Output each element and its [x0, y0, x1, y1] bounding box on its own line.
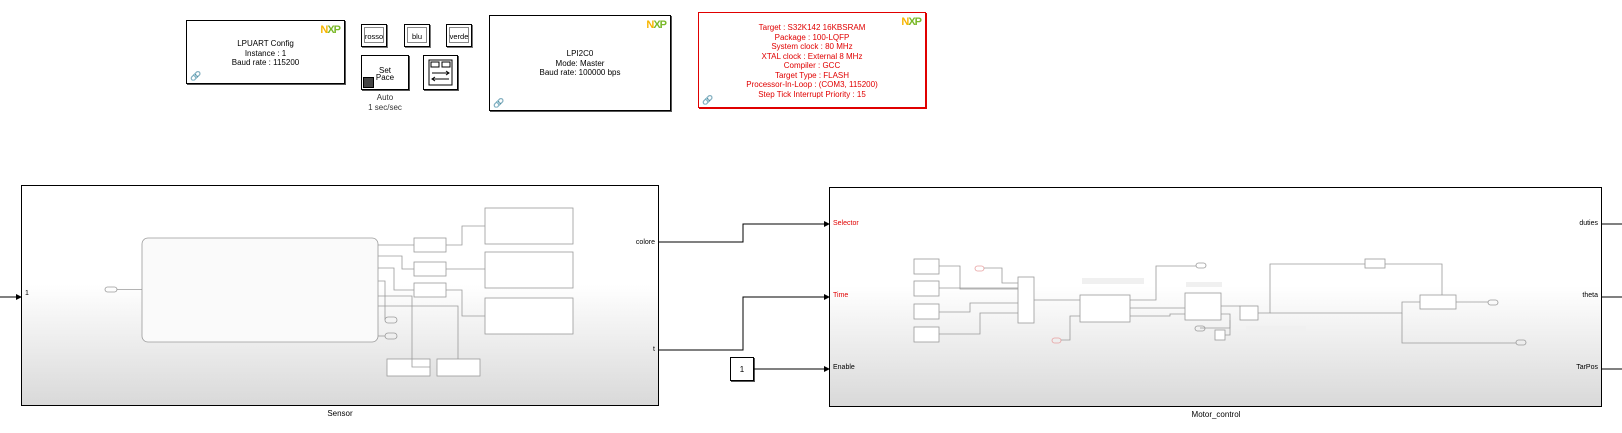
link-icon: 🔗	[190, 71, 202, 81]
target-config-block[interactable]: NXP Target : S32K142 16KBSRAM Package : …	[698, 12, 926, 108]
target-line: Processor-In-Loop : (COM3, 115200)	[746, 80, 878, 89]
target-line: System clock : 80 MHz	[771, 42, 853, 51]
verde-button[interactable]: verde	[446, 24, 472, 47]
target-line: Package : 100-LQFP	[774, 32, 850, 42]
switch-icon	[428, 59, 453, 86]
sensor-name: Sensor	[327, 409, 353, 418]
sensor-in-port: 1	[25, 290, 29, 297]
pace-rate: 1 sec/sec	[368, 103, 402, 112]
set-pace-block[interactable]: Set Pace	[361, 55, 409, 90]
sensor-thumbnail	[104, 207, 574, 377]
target-line: Compiler : GCC	[783, 61, 841, 70]
motor-control-subsystem[interactable]: Selector Time Enable duties theta TarPos	[829, 187, 1602, 407]
motor-thumbnail	[913, 258, 1527, 346]
lpuart-baud: Baud rate : 115200	[231, 58, 300, 67]
motor-out-theta: theta	[1582, 292, 1598, 299]
target-line: Target Type : FLASH	[774, 70, 850, 80]
lpi2c-mode: Mode: Master	[555, 59, 605, 68]
sensor-out-t: t	[653, 346, 655, 353]
set-pace-line2: Pace	[375, 73, 395, 82]
constant-value: 1	[739, 365, 745, 374]
lpuart-title: LPUART Config	[237, 39, 294, 48]
sensor-subsystem[interactable]: 1 colore t	[21, 185, 659, 406]
model-info-block[interactable]	[423, 55, 458, 90]
motor-out-tarpos: TarPos	[1576, 364, 1598, 371]
lpuart-config-block[interactable]: NXP LPUART Config Instance : 1 Baud rate…	[186, 20, 345, 84]
lpuart-instance: Instance : 1	[244, 49, 287, 58]
blu-label: blu	[411, 32, 422, 41]
rosso-label: rosso	[364, 32, 384, 41]
target-line: XTAL clock : External 8 MHz	[761, 51, 863, 61]
nxp-logo: NXP	[320, 24, 341, 36]
lpi2c-config-block[interactable]: NXP LPI2C0 Mode: Master Baud rate: 10000…	[489, 15, 671, 111]
motor-out-duties: duties	[1579, 220, 1598, 227]
set-pace-line1: Set	[378, 66, 391, 75]
lpi2c-title: LPI2C0	[566, 49, 594, 58]
blu-button[interactable]: blu	[404, 24, 430, 47]
pace-icon	[363, 77, 374, 88]
link-icon: 🔗	[702, 95, 714, 105]
target-line: Step Tick Interrupt Priority : 15	[758, 89, 866, 99]
pace-mode: Auto	[376, 93, 394, 102]
lpi2c-baud: Baud rate: 100000 bps	[539, 68, 621, 77]
nxp-logo: NXP	[646, 19, 667, 31]
verde-label: verde	[449, 32, 469, 41]
target-line: Target : S32K142 16KBSRAM	[758, 23, 866, 32]
rosso-button[interactable]: rosso	[361, 24, 387, 47]
sensor-out-colore: colore	[635, 239, 655, 246]
motor-in-enable: Enable	[833, 364, 855, 371]
motor-control-name: Motor_control	[1191, 410, 1241, 419]
link-icon: 🔗	[493, 98, 505, 108]
motor-in-time: Time	[833, 292, 849, 299]
constant-block[interactable]: 1	[730, 357, 754, 381]
nxp-logo: NXP	[901, 16, 922, 28]
motor-in-selector: Selector	[833, 220, 859, 227]
